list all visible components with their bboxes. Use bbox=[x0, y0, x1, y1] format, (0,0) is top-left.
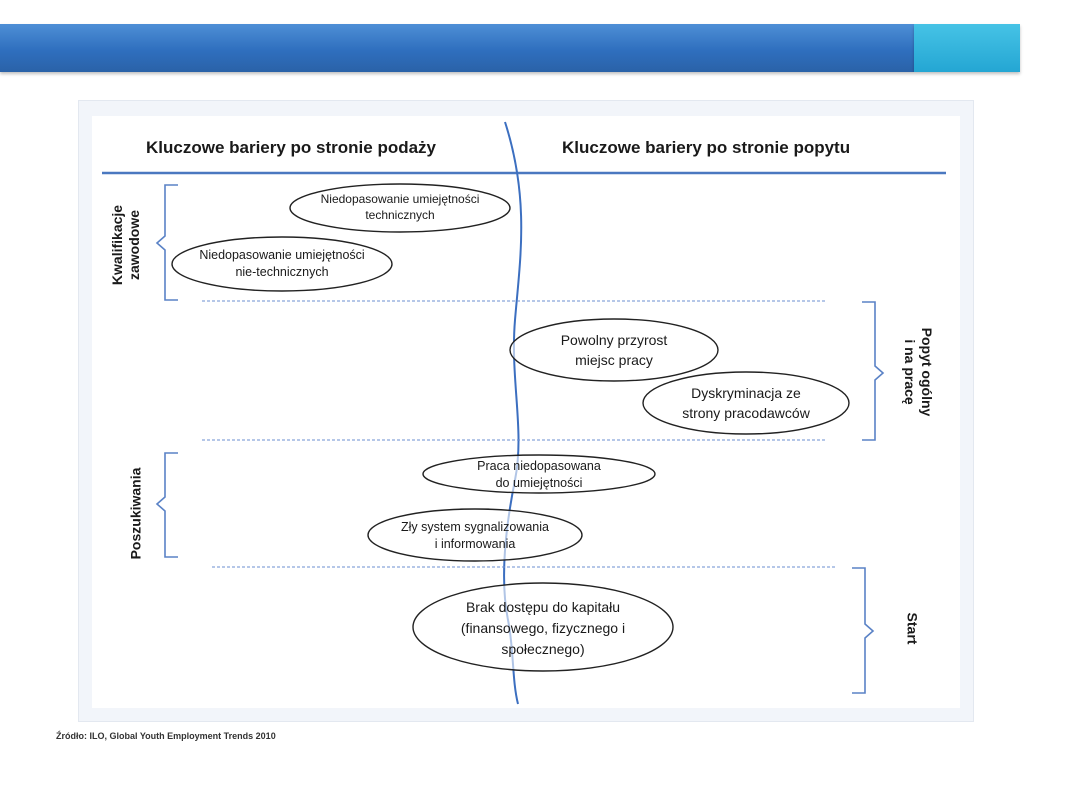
barrier-capital-access: Brak dostępu do kapitału (finansowego, f… bbox=[460, 599, 626, 657]
ellipse-skill-mismatch bbox=[422, 454, 656, 494]
header-bar bbox=[0, 24, 914, 72]
ellipse-employer-discrimination bbox=[642, 371, 850, 435]
header-accent bbox=[914, 24, 1020, 72]
bracket-qualifications bbox=[155, 184, 178, 301]
side-label-demand: Popyt ogólny i na pracę bbox=[902, 327, 935, 417]
ellipse-technical-skills bbox=[289, 183, 511, 233]
barrier-employer-discrimination: Dyskryminacja ze strony pracodawców bbox=[682, 385, 810, 421]
bracket-search bbox=[155, 452, 178, 558]
bracket-start bbox=[852, 567, 875, 694]
barrier-non-technical-skills: Niedopasowanie umiejętności nie-technicz… bbox=[199, 248, 365, 279]
side-label-start: Start bbox=[904, 612, 921, 645]
ellipse-slow-job-growth bbox=[509, 318, 719, 382]
ellipse-poor-signalling bbox=[367, 508, 583, 562]
source-note: Źródło: ILO, Global Youth Employment Tre… bbox=[56, 731, 276, 741]
demand-column-heading: Kluczowe bariery po stronie popytu bbox=[562, 138, 851, 157]
barrier-technical-skills: Niedopasowanie umiejętności technicznych bbox=[320, 192, 480, 222]
barrier-poor-signalling: Zły system sygnalizowania i informowania bbox=[401, 520, 549, 551]
barrier-skill-mismatch-work: Praca niedopasowana do umiejętności bbox=[477, 459, 601, 490]
side-label-search: Poszukiwania bbox=[127, 467, 144, 560]
supply-column-heading: Kluczowe bariery po stronie podaży bbox=[146, 138, 437, 157]
barrier-slow-job-growth: Powolny przyrost miejsc pracy bbox=[560, 332, 668, 368]
ellipse-capital-access bbox=[412, 582, 674, 672]
bracket-demand bbox=[862, 301, 885, 441]
ellipse-non-technical-skills bbox=[171, 236, 393, 292]
side-label-qualifications: Kwalifikacje zawodowe bbox=[109, 204, 142, 286]
